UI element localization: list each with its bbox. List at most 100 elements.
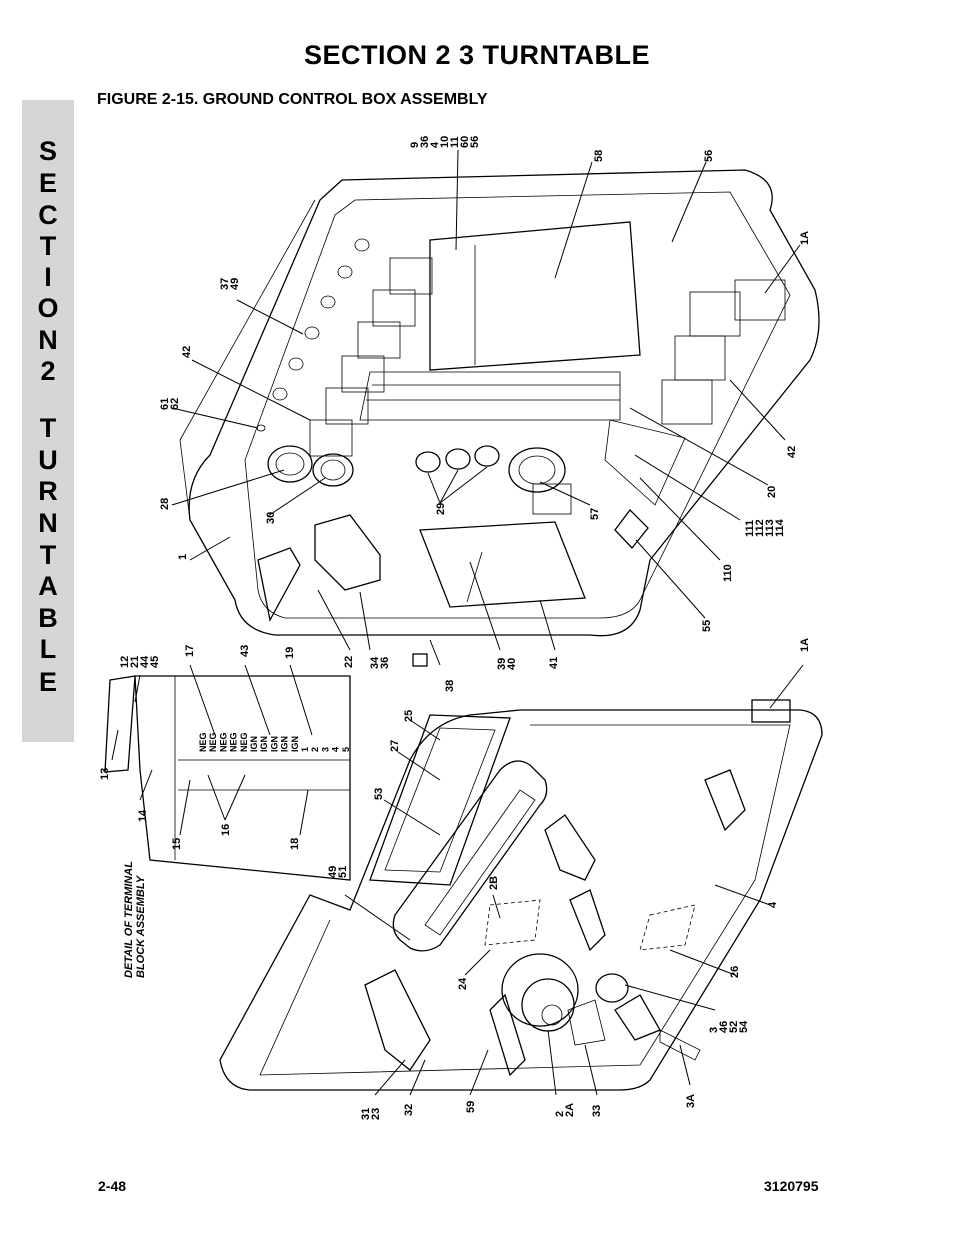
callout-number: 113 [764,519,776,537]
key-switch[interactable] [595,973,701,1061]
control-panel-door[interactable] [219,699,823,1091]
callout-number: 53 [373,788,385,800]
callout-number: 56 [469,136,481,148]
callout-number: 1A [799,638,811,652]
callout-16: 55 [701,620,713,632]
side-tab-letter: O [37,293,59,323]
terminal-label: IGN [290,736,300,752]
callout-number: 2A [564,1103,576,1117]
callout-number: 51 [337,866,349,878]
callout-number: 33 [591,1105,603,1117]
callout-number: 13 [99,768,111,780]
callout-number: 41 [548,657,560,669]
terminal-label: NEG [239,732,249,752]
callout-26: 1A [799,638,811,652]
callout-number: 36 [379,657,391,669]
callout-number: 15 [171,838,183,850]
callout-number: 12 [119,656,131,668]
side-tab-letter: T [39,540,57,570]
terminal-label: 3 [320,747,330,752]
callout-12: 20 [766,486,778,498]
document-number: 3120795 [764,1178,819,1194]
callout-number: 39 [496,658,508,670]
callout-29: 15 [171,838,183,850]
callout-39: 26 [729,966,741,978]
callout-number: 52 [728,1021,740,1033]
terminal-strip [359,371,621,421]
side-tab-letter: U [38,445,58,475]
enclosure-box [179,169,820,667]
callout-34: 53 [373,788,385,800]
terminal-label: NEG [198,732,208,752]
callout-number: 42 [181,346,193,358]
callout-25: 41 [548,657,560,669]
callout-42: 32 [403,1104,415,1116]
callout-number: 2 [554,1111,566,1117]
terminal-label: NEG [229,732,239,752]
callout-number: 55 [701,620,713,632]
callout-37: 4 [767,901,779,908]
callout-number: 37 [219,278,231,290]
callout-number: 14 [137,809,149,822]
relay-column-right [661,279,786,425]
callout-27: 13 [99,768,111,780]
callout-number: 36 [419,136,431,148]
terminal-label: IGN [280,736,290,752]
callout-number: 30 [265,512,277,524]
callout-32: 25 [403,710,415,722]
callout-number: 1A [799,231,811,245]
callout-number: 46 [718,1021,730,1033]
callout-number: 110 [722,564,734,582]
callout-number: 42 [786,446,798,458]
callout-number: 3 [708,1027,720,1033]
callout-7: 28 [159,498,171,510]
callout-43: 59 [465,1101,477,1113]
callout-36: 2B [488,876,500,890]
callout-20: 19 [284,647,296,659]
callout-number: 38 [444,680,456,692]
side-tab-letter: E [38,667,57,697]
callout-number: 54 [738,1020,750,1033]
terminal-label: IGN [259,736,269,752]
terminal-label: 5 [341,747,351,752]
callout-number: 59 [465,1101,477,1113]
callout-number: 111 [744,520,756,537]
callout-number: 44 [139,655,151,668]
callout-8: 30 [265,512,277,524]
relay-column-left [309,257,433,457]
side-tab-letter: C [38,200,58,230]
callout-number: 19 [284,647,296,659]
side-tab-letter: E [38,168,57,198]
terminal-label: IGN [269,736,279,752]
callout-number: 40 [506,658,518,670]
emergency-stop-button[interactable] [501,953,579,1032]
callout-number: 26 [729,966,741,978]
callout-number: 45 [149,656,161,668]
callout-number: 58 [593,150,605,162]
figure-title: FIGURE 2-15. GROUND CONTROL BOX ASSEMBLY [97,91,488,108]
callout-number: 57 [589,508,601,520]
callout-number: 28 [159,498,171,510]
terminal-label: 1 [300,747,310,752]
callout-23: 38 [444,680,456,692]
callout-31: 18 [289,838,301,850]
callout-21: 22 [343,656,355,668]
toggle-switch-group[interactable] [364,769,746,1077]
callout-number: 17 [184,645,196,657]
leader-lines [111,149,804,1096]
side-tab-letter: T [39,231,57,261]
side-tab-letter: 2 [40,356,56,386]
callout-number: 61 [159,398,171,410]
callout-3: 1A [799,231,811,245]
terminal-label: 2 [310,747,320,752]
